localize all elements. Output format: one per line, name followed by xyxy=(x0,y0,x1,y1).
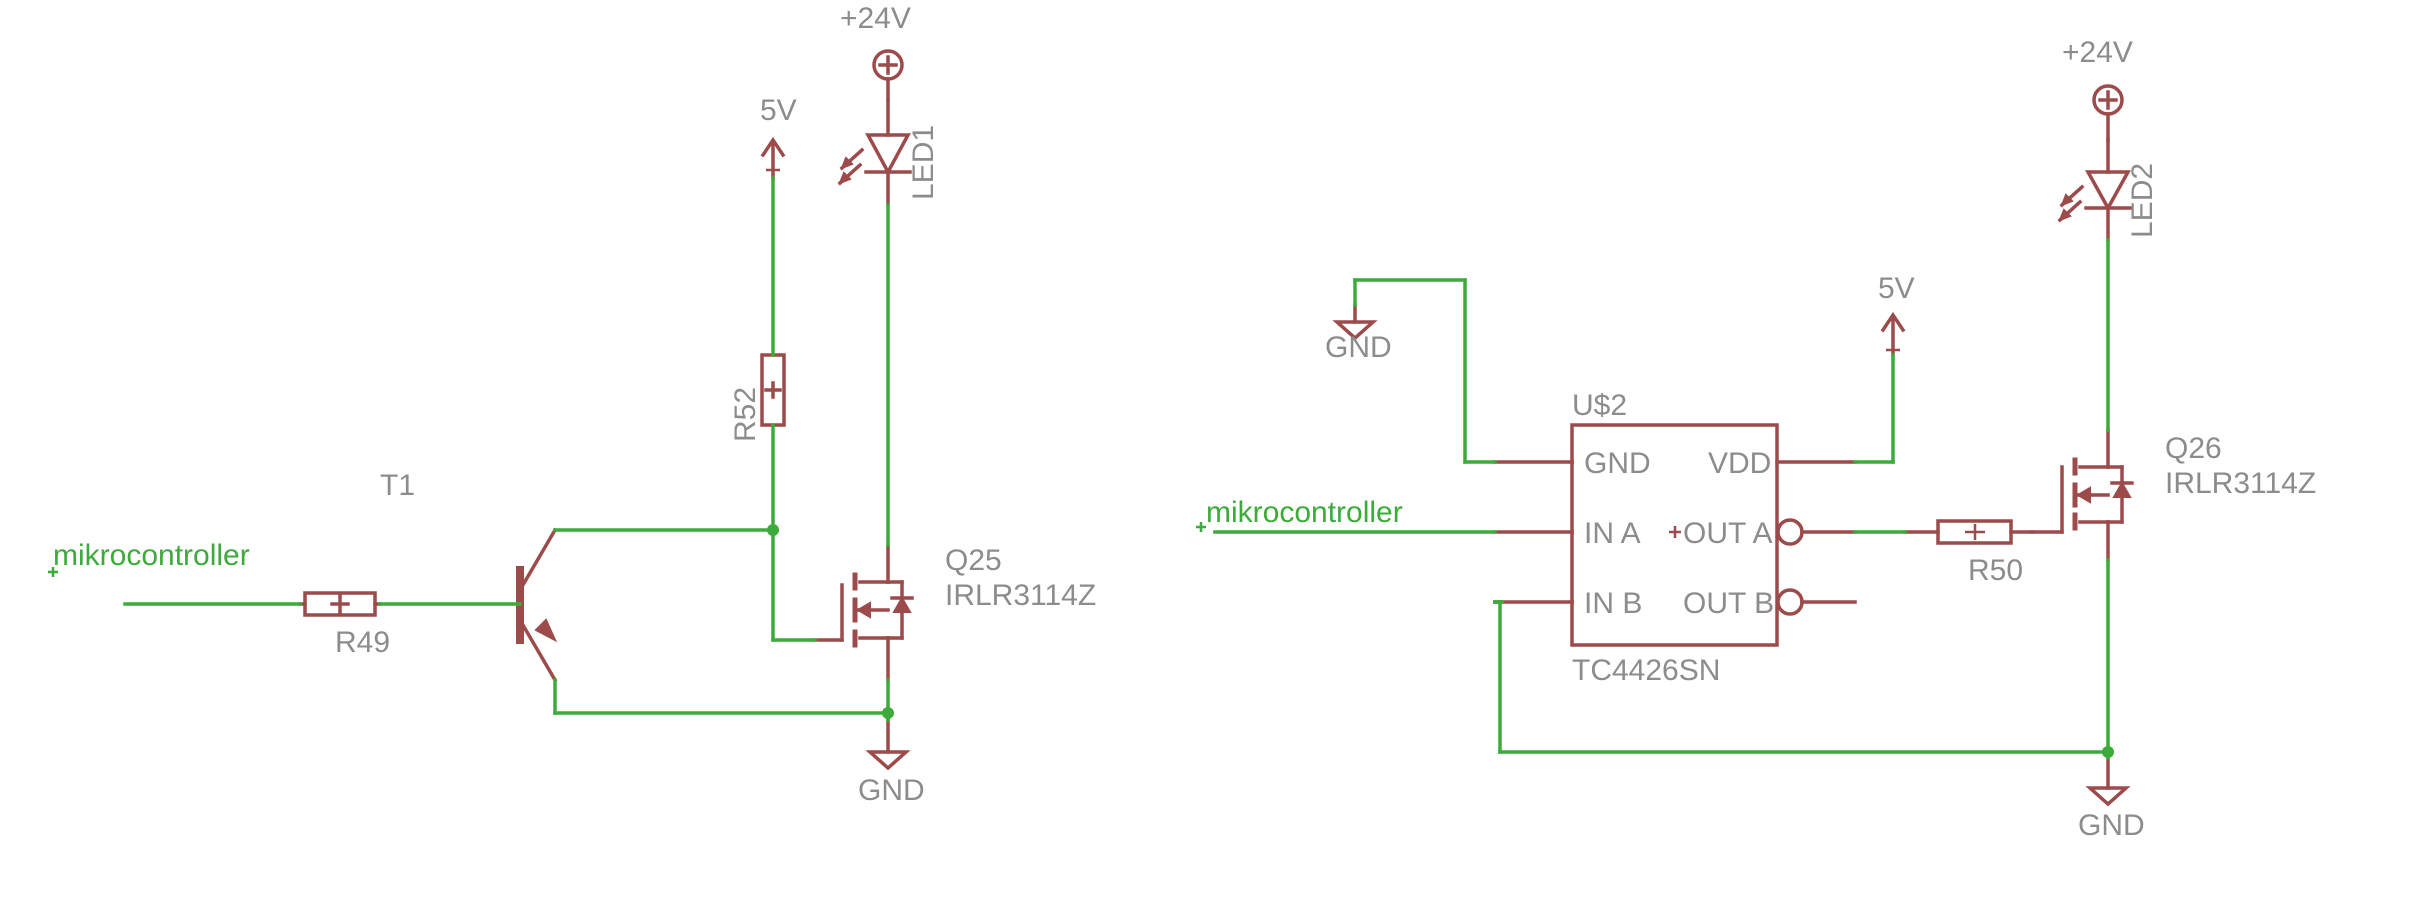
led2-symbol[interactable] xyxy=(2057,138,2132,242)
junction-gnd-right xyxy=(2102,746,2114,758)
q25-value-label: IRLR3114Z xyxy=(945,579,1096,612)
net-label-mikrocontroller-left[interactable]: mikrocontroller xyxy=(53,539,250,572)
supply-24v-label-right: +24V xyxy=(2062,36,2133,69)
left-circuit: +24V LED1 5V R52 xyxy=(48,2,1096,807)
right-wires xyxy=(1213,238,2114,760)
supply-24v-symbol-right[interactable] xyxy=(2092,84,2124,142)
right-circuit: +24V LED2 GND 5V xyxy=(1196,36,2316,842)
gnd-symbol-left[interactable] xyxy=(865,718,911,771)
led2-label: LED2 xyxy=(2126,163,2159,238)
ic-pin-in-b: IN B xyxy=(1584,587,1642,620)
mosfet-q25[interactable] xyxy=(813,543,914,682)
supply-5v-symbol-left[interactable] xyxy=(760,136,786,180)
ic-pin-gnd: GND xyxy=(1584,447,1651,480)
q25-name-label: Q25 xyxy=(945,544,1002,577)
led1-symbol[interactable] xyxy=(837,98,912,207)
resistor-r49[interactable] xyxy=(298,591,382,617)
r50-label: R50 xyxy=(1968,554,2023,587)
r49-label: R49 xyxy=(335,626,390,659)
gnd-symbol-bottom-right[interactable] xyxy=(2085,756,2131,807)
q26-name-label: Q26 xyxy=(2165,432,2222,465)
ic-name-label: U$2 xyxy=(1572,389,1627,422)
supply-5v-symbol-right[interactable] xyxy=(1880,311,1906,357)
supply-24v-label-left: +24V xyxy=(840,2,911,35)
junction-gnd-left xyxy=(882,707,894,719)
junction-r52-collector xyxy=(767,524,779,536)
resistor-r50[interactable] xyxy=(1903,519,2034,545)
ic-pin-in-a: IN A xyxy=(1584,517,1641,550)
q26-value-label: IRLR3114Z xyxy=(2165,467,2316,500)
net-label-mikrocontroller-right[interactable]: mikrocontroller xyxy=(1206,496,1403,529)
left-wires xyxy=(123,176,894,722)
supply-5v-label-left: 5V xyxy=(760,94,797,127)
resistor-r52[interactable] xyxy=(760,353,786,427)
gnd-top-label-right: GND xyxy=(1325,331,1392,364)
r52-label: R52 xyxy=(729,387,762,442)
mosfet-q26[interactable] xyxy=(2030,428,2134,562)
t1-label: T1 xyxy=(380,469,415,502)
supply-24v-symbol-left[interactable] xyxy=(872,49,904,102)
gnd-symbol-top-right[interactable] xyxy=(1332,303,1378,341)
ic-pin-out-b: OUT B xyxy=(1683,587,1774,620)
ic-pin-vdd: VDD xyxy=(1708,447,1771,480)
led1-label: LED1 xyxy=(907,125,940,200)
transistor-t1[interactable] xyxy=(516,527,558,683)
ic-value-label: TC4426SN xyxy=(1572,654,1720,687)
supply-5v-label-right: 5V xyxy=(1878,272,1915,305)
gnd-label-right: GND xyxy=(2078,809,2145,842)
ic-u2-tc4426[interactable] xyxy=(1493,423,1857,647)
ic-pin-out-a: OUT A xyxy=(1683,517,1772,550)
gnd-label-left: GND xyxy=(858,774,925,807)
